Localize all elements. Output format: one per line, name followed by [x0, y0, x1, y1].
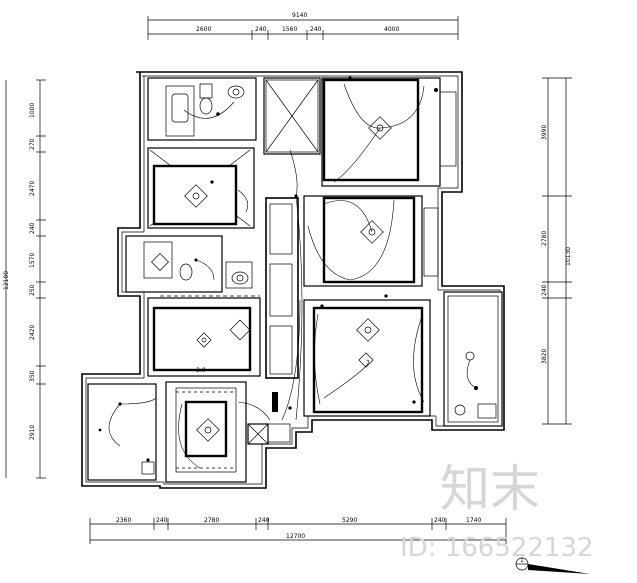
- top-dimension-3: 1560: [282, 26, 297, 33]
- top-dimension-chain: 9140 2600 240 1560 240 4000: [147, 12, 459, 40]
- right-dimension-4: 3820: [541, 349, 548, 364]
- window: [423, 207, 439, 277]
- second-bathroom: [125, 235, 223, 293]
- ceiling-lamp-icon: [229, 319, 251, 341]
- entrance-closet: [247, 423, 291, 445]
- left-dimension-1: 1000: [29, 103, 36, 118]
- ceiling-lamp-icon: [196, 332, 212, 348]
- study-room: [87, 383, 157, 481]
- master-bathroom: [147, 77, 257, 141]
- bedroom-two: [147, 147, 255, 229]
- right-dimension-3: 240: [541, 284, 548, 296]
- master-bedroom: [321, 76, 457, 187]
- left-dimension-5: 1570: [29, 253, 36, 268]
- top-total-dimension: 9140: [292, 12, 307, 19]
- bottom-dimension-6: 240: [434, 517, 446, 524]
- left-total-dimension: 12100: [3, 271, 10, 290]
- watermark-brand: 知末: [440, 460, 540, 518]
- left-dimension-3: 2470: [29, 181, 36, 196]
- left-dimension-2: 270: [29, 138, 36, 150]
- ceiling-outline: [322, 78, 420, 182]
- bottom-dimension-5: 5290: [342, 517, 357, 524]
- balcony: [443, 291, 503, 427]
- scale-label: 1: [520, 557, 524, 564]
- top-dimension-5: 4000: [384, 26, 399, 33]
- bottom-dimension-4: 240: [258, 517, 270, 524]
- washbasin: [227, 85, 245, 99]
- room-label: 3.0: [196, 367, 206, 374]
- bottom-dimension-1: 2360: [116, 517, 131, 524]
- bathtub: [165, 85, 195, 137]
- bottom-total-dimension: 12700: [286, 533, 305, 540]
- drawing-scale-marker: 1: [515, 557, 590, 574]
- ceiling-lamp-icon: [356, 318, 380, 342]
- living-room: [303, 299, 431, 417]
- right-dimension-chain: 3990 2780 240 3820 10130: [541, 77, 572, 425]
- wiring-runs: [237, 149, 303, 421]
- bedroom-three: [303, 195, 439, 298]
- left-dimension-6: 250: [29, 284, 36, 296]
- left-dimension-9: 2910: [29, 425, 36, 440]
- right-total-dimension: 10130: [565, 247, 572, 266]
- top-dimension-2: 240: [255, 26, 267, 33]
- ceiling-lamp-icon: [184, 184, 208, 208]
- left-dimension-4: 240: [29, 222, 36, 234]
- top-dimension-1: 2600: [196, 26, 211, 33]
- bottom-dimension-3: 2780: [204, 517, 219, 524]
- right-dimension-2: 2780: [541, 231, 548, 246]
- washing-machine: [477, 403, 497, 419]
- window: [439, 91, 457, 167]
- ceiling-lamp-icon: [358, 352, 374, 368]
- left-dimension-7: 2420: [29, 325, 36, 340]
- bottom-dimension-chain: 2360 240 2780 240 5290 240 1740 12700: [89, 517, 507, 544]
- ceiling-lamp-icon: [360, 220, 384, 244]
- bottom-dimension-2: 240: [156, 517, 168, 524]
- dining-room: [147, 295, 261, 377]
- left-dimension-8: 350: [29, 370, 36, 382]
- top-dimension-4: 240: [310, 26, 322, 33]
- right-dimension-1: 3990: [541, 125, 548, 140]
- left-dimension-chain: 12100 1000 270 2470 240 1570 250 2420 35…: [3, 79, 46, 479]
- bottom-dimension-7: 1740: [466, 517, 481, 524]
- storage-cabinet-top: [263, 77, 321, 155]
- washbasin-hall: [225, 261, 253, 289]
- corridor-closets: [265, 197, 299, 412]
- entry-foyer: [165, 381, 247, 483]
- toilet: [199, 97, 213, 115]
- watermark-id: ID: 166522132: [400, 533, 594, 563]
- toilet: [179, 263, 193, 281]
- ceiling-lamp-icon: [196, 418, 220, 442]
